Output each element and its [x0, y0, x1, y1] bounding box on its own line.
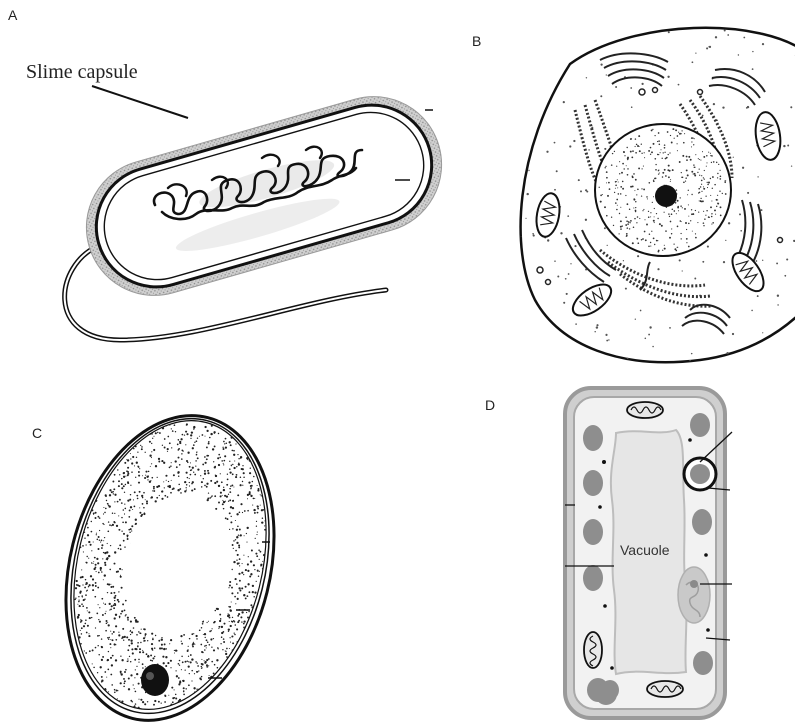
panel-c-letter: C — [32, 425, 42, 441]
panel-b-animal-cell: B — [472, 19, 795, 366]
panel-d-letter: D — [485, 397, 495, 413]
panel-d-plant-cell: D Vacuole — [485, 388, 732, 718]
panel-a-letter: A — [8, 7, 18, 23]
panel-b-letter: B — [472, 33, 481, 49]
mitochondrion-d-bottom — [647, 681, 683, 697]
nucleus-d — [678, 567, 710, 623]
panel-a-bacterium: A Slime capsule — [8, 7, 458, 340]
mitochondrion-d-top — [627, 402, 663, 418]
slime-capsule-pointer — [92, 86, 188, 118]
slime-capsule-label: Slime capsule — [26, 61, 138, 83]
mitochondrion-d-left — [584, 632, 602, 668]
nucleus-c — [141, 664, 169, 696]
panel-c-oval-cell: C — [32, 393, 305, 722]
vacuole-label: Vacuole — [620, 542, 670, 558]
nucleolus — [655, 185, 677, 207]
